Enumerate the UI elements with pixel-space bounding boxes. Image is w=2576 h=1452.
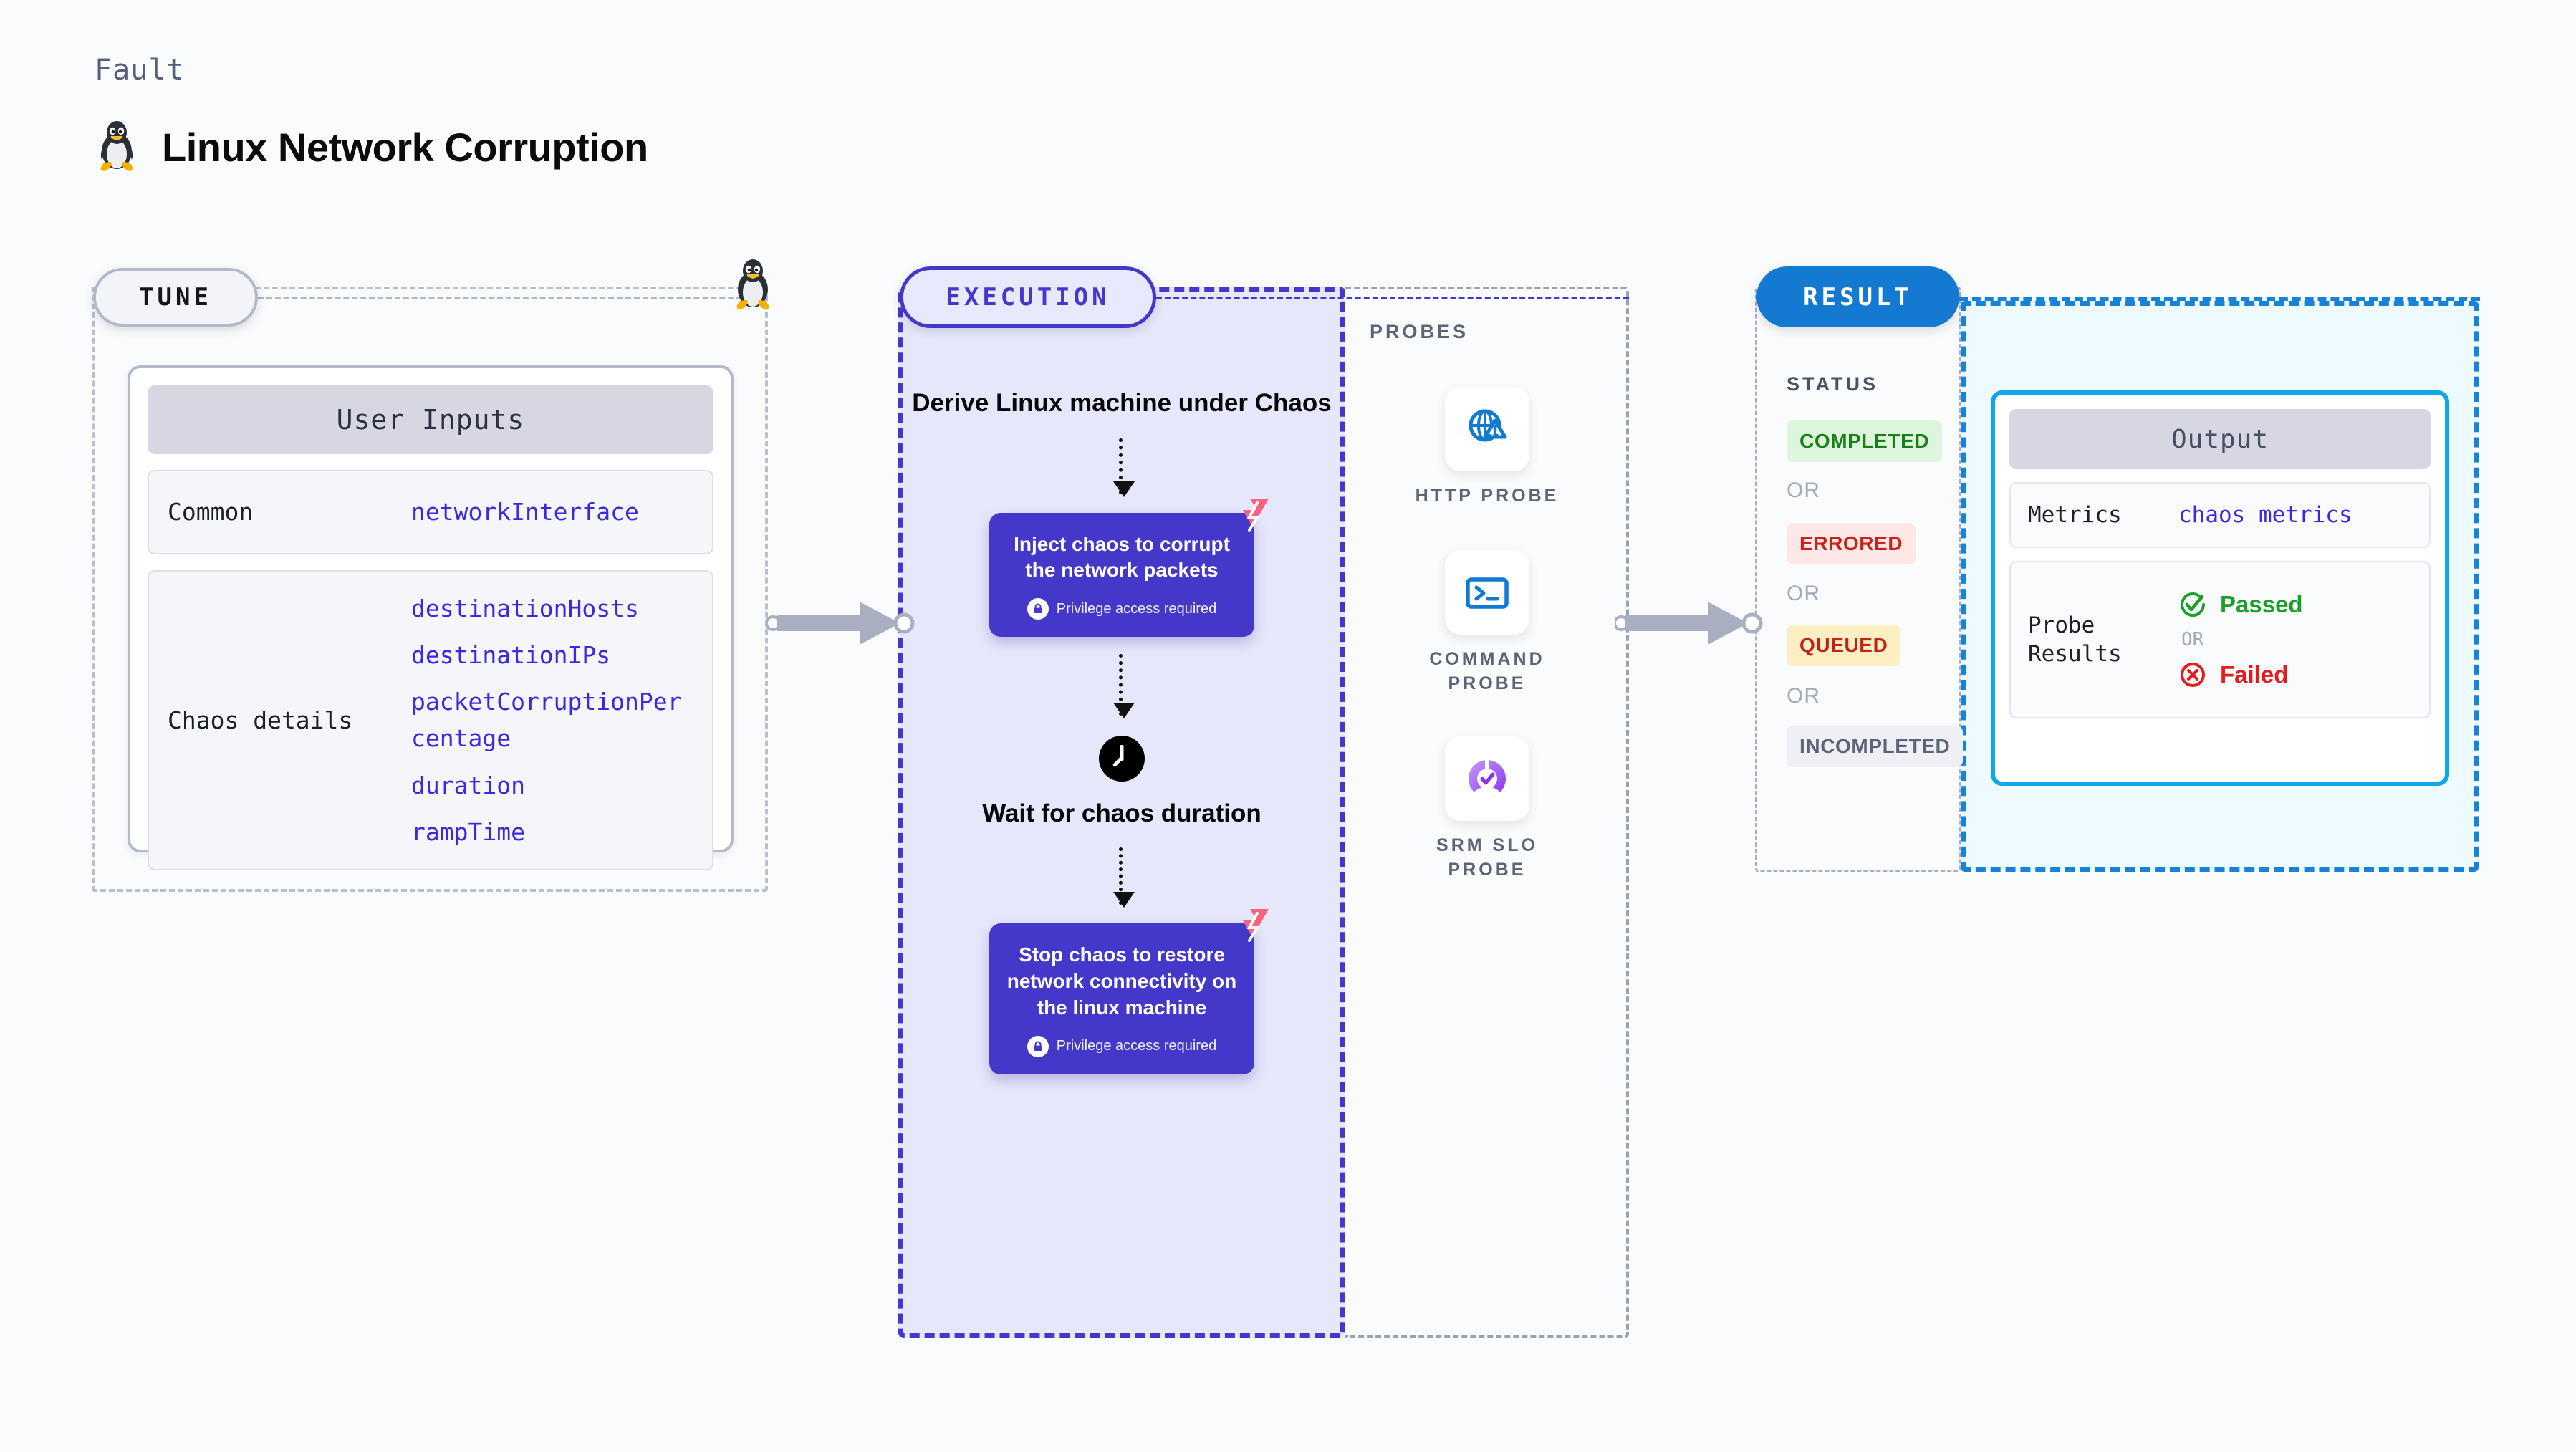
output-title: Output (2009, 409, 2431, 469)
status-or-label: OR (1787, 684, 1820, 708)
stage-badge-tune[interactable]: TUNE (93, 268, 258, 327)
probe-label: COMMAND PROBE (1429, 649, 1545, 693)
status-or-label: OR (1787, 479, 1820, 502)
status-section-label: STATUS (1787, 373, 1878, 395)
tune-row-chaos-details: Chaos details destinationHosts destinati… (148, 570, 713, 870)
tune-row-values: destinationHosts destinationIPs packetCo… (411, 590, 693, 850)
probe-item-http[interactable]: HTTP PROBE (1394, 387, 1580, 509)
connector-arrow-tune-to-execution (766, 602, 915, 645)
terminal-icon (1445, 550, 1529, 635)
slo-donut-check-icon (1445, 736, 1529, 821)
status-panel (1755, 287, 1961, 872)
probes-section-label: PROBES (1370, 321, 1469, 342)
page-title-row: Linux Network Corruption (95, 118, 648, 176)
output-row-key: Probe Results (2028, 612, 2122, 667)
tune-row-key: Common (168, 498, 254, 527)
probe-result-passed: Passed (2178, 590, 2303, 619)
tune-row-common: Common networkInterface (148, 470, 713, 554)
stage-badge-result[interactable]: RESULT (1756, 266, 1959, 327)
status-badge-errored: ERRORED (1787, 523, 1916, 564)
execution-panel (898, 287, 1345, 1338)
probe-item-srm-slo[interactable]: SRM SLO PROBE (1394, 736, 1580, 883)
tune-value[interactable]: destinationIPs (411, 641, 611, 670)
stage-badge-execution[interactable]: EXECUTION (900, 266, 1156, 328)
probe-results-values: Passed OR Failed (2178, 590, 2303, 689)
probe-label: SRM SLO PROBE (1436, 835, 1538, 880)
probe-label: HTTP PROBE (1415, 486, 1559, 506)
page-title: Linux Network Corruption (162, 125, 648, 170)
tune-value[interactable]: duration (411, 771, 525, 799)
output-row-key: Metrics (2028, 501, 2122, 528)
status-badge-incompleted: INCOMPLETED (1787, 726, 1964, 767)
tune-value[interactable]: rampTime (411, 817, 525, 846)
output-row-metrics: Metrics chaos metrics (2009, 482, 2431, 548)
output-card: Output Metrics chaos metrics Probe Resul… (1991, 390, 2449, 786)
user-inputs-card: User Inputs Common networkInterface Chao… (128, 365, 734, 870)
tux-penguin-icon (95, 118, 139, 176)
tune-panel (92, 287, 768, 892)
tune-row-values: networkInterface (411, 494, 639, 530)
x-circle-icon (2181, 663, 2205, 687)
status-or-label: OR (1787, 582, 1820, 605)
status-badge-completed: COMPLETED (1787, 420, 1943, 462)
probe-result-label: Passed (2220, 591, 2303, 617)
tune-value[interactable]: destinationHosts (411, 595, 639, 622)
tune-row-key: Chaos details (168, 706, 353, 734)
tune-value[interactable]: networkInterface (411, 498, 639, 527)
check-circle-icon (2181, 592, 2205, 617)
globe-warning-icon (1445, 387, 1529, 471)
tux-penguin-icon (731, 256, 775, 311)
output-row-probe-results: Probe Results Passed OR Failed (2009, 561, 2431, 718)
tune-connector-line (258, 297, 759, 299)
connector-arrow-probes-to-result (1615, 602, 1763, 645)
probe-result-or-label: OR (2181, 629, 2204, 650)
result-connector-line (1959, 297, 2480, 301)
output-metrics-value[interactable]: chaos metrics (2178, 502, 2352, 528)
execution-connector-line (1156, 297, 1629, 299)
tune-value[interactable]: packetCorruptionPercentage (411, 688, 682, 753)
probe-item-command[interactable]: COMMAND PROBE (1394, 550, 1580, 696)
user-inputs-title: User Inputs (148, 385, 713, 454)
probe-result-failed: Failed (2178, 660, 2303, 689)
page-eyebrow-label: Fault (95, 54, 185, 87)
probe-result-label: Failed (2220, 661, 2289, 688)
status-badge-queued: QUEUED (1787, 625, 1901, 666)
